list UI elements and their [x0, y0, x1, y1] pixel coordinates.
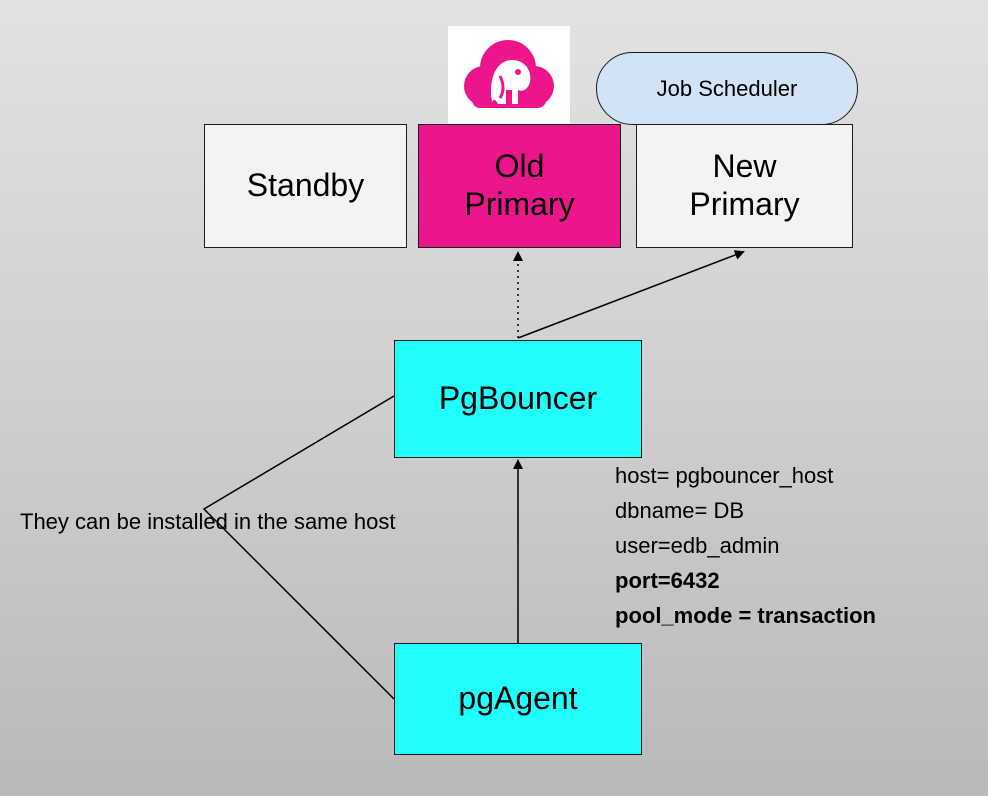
connection-settings: host= pgbouncer_host dbname= DB user=edb…	[615, 458, 876, 633]
pgagent-node: pgAgent	[394, 643, 642, 755]
standby-label: Standby	[246, 167, 365, 204]
conn-user: user=edb_admin	[615, 533, 780, 558]
conn-pool-mode: pool_mode = transaction	[615, 603, 876, 628]
same-host-note: They can be installed in the same host	[20, 509, 396, 534]
old-primary-node: Old Primary	[418, 124, 621, 248]
job-scheduler-badge: Job Scheduler	[596, 52, 858, 125]
old-primary-label: Old Primary	[464, 148, 575, 222]
pgbouncer-node: PgBouncer	[394, 340, 642, 458]
standby-node: Standby	[204, 124, 407, 248]
postgres-elephant-cloud-icon	[464, 40, 554, 108]
arrow-pgbouncer-to-new-primary	[517, 250, 745, 339]
conn-host: host= pgbouncer_host	[615, 463, 834, 488]
new-primary-node: New Primary	[636, 124, 853, 248]
postgres-logo	[448, 26, 570, 124]
new-primary-label: New Primary	[689, 148, 800, 222]
bracket-same-host	[202, 395, 395, 700]
conn-dbname: dbname= DB	[615, 498, 745, 523]
conn-port: port=6432	[615, 568, 720, 593]
pgagent-label: pgAgent	[458, 680, 578, 717]
job-scheduler-label: Job Scheduler	[656, 75, 798, 101]
pgbouncer-label: PgBouncer	[438, 380, 598, 417]
